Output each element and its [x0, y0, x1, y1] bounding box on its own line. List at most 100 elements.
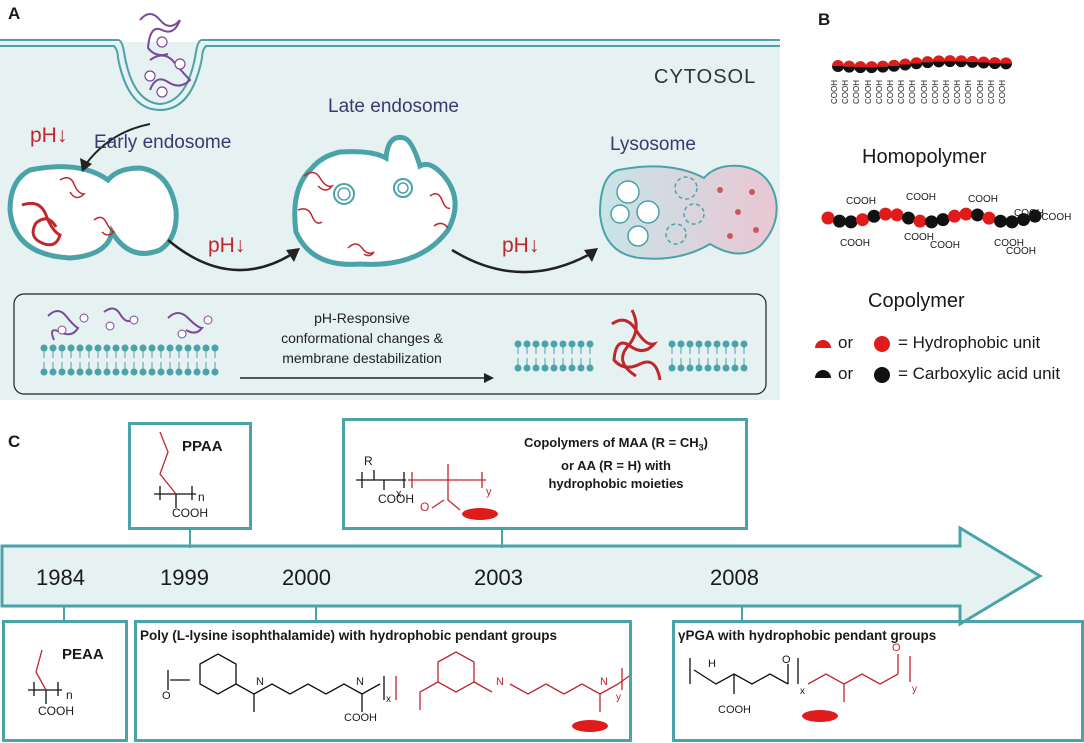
cooh-label: COOH	[968, 194, 998, 205]
lipid-bilayer	[514, 340, 594, 372]
poly-lysine-n2: N	[356, 676, 364, 688]
poly-lysine-cooh: COOH	[344, 712, 377, 724]
carboxylic-full-icon	[874, 367, 890, 383]
plasma-membrane	[0, 39, 780, 106]
ph-label-2: pH↓	[208, 234, 246, 257]
hydrophobic-full-icon	[874, 336, 890, 352]
late-endosome-label: Late endosome	[328, 96, 459, 117]
copolymers-line-3: hydrophobic moieties	[548, 475, 684, 491]
maa-cooh: COOH	[378, 492, 414, 506]
gpga-label: γPGA with hydrophobic pendant groups	[678, 628, 937, 643]
cooh-label: COOH	[840, 238, 870, 249]
lipid-bilayer	[668, 340, 748, 372]
arrow-late-to-lysosome	[451, 248, 591, 274]
ppaa-box	[128, 422, 252, 530]
early-endosome	[7, 164, 179, 261]
cooh-label: COOH	[1014, 208, 1044, 219]
mechanism-text: pH-Responsive conformational changes & m…	[262, 308, 462, 368]
cooh-label: COOH	[975, 80, 985, 104]
year-2008: 2008	[710, 565, 759, 590]
legend-or-1: or	[838, 333, 854, 352]
cytosol-label: CYTOSOL	[654, 66, 757, 88]
copolymers-line-1: Copolymers of MAA (R = CH3)	[496, 434, 736, 457]
ppaa-structure	[154, 486, 196, 508]
gpga-y: y	[912, 684, 917, 695]
arrow-early-to-late	[167, 239, 293, 272]
poly-lysine-n3: N	[496, 676, 504, 688]
year-1984: 1984	[36, 565, 85, 590]
panel-a-letter: A	[8, 4, 21, 23]
cooh-label: COOH	[841, 80, 851, 104]
cooh-label: COOH	[942, 80, 951, 104]
poly-lysine-structure	[167, 653, 385, 712]
cooh-label: COOH	[919, 80, 929, 104]
cooh-label: COOH	[886, 80, 895, 104]
peaa-n: n	[66, 688, 73, 702]
poly-lysine-x: x	[386, 694, 391, 705]
poly-lysine-n4: N	[600, 676, 608, 688]
maa-y: y	[486, 486, 492, 498]
copolymers-text: Copolymers of MAA (R = CH3) or AA (R = H…	[496, 434, 736, 493]
cooh-label: COOH	[863, 80, 873, 104]
lysosome-label: Lysosome	[610, 134, 696, 155]
gpga-structure	[689, 658, 799, 694]
legend-or-2: or	[838, 364, 854, 383]
cooh-label: COOH	[874, 80, 884, 104]
cooh-label: COOH	[964, 80, 974, 104]
maa-structure	[356, 470, 406, 490]
copolymers-box	[342, 418, 748, 530]
cooh-label: COOH	[904, 232, 934, 243]
cooh-label: COOH	[846, 196, 876, 207]
lipid-bilayer	[40, 344, 219, 376]
gpga-o: O	[782, 654, 791, 666]
mechanism-line-2: conformational changes &	[281, 330, 443, 346]
early-endosome-label: Early endosome	[94, 132, 232, 153]
peaa-box	[2, 620, 128, 742]
copolymers-subscript: 3	[698, 442, 704, 453]
poly-lysine-o: O	[162, 690, 171, 702]
late-endosome	[292, 134, 458, 267]
poly-lysine-label: Poly (L-lysine isophthalamide) with hydr…	[140, 628, 558, 643]
ppaa-label: PPAA	[182, 438, 223, 455]
cooh-label: COOH	[930, 240, 960, 251]
cooh-label: COOH	[897, 80, 907, 104]
cooh-label: COOH	[908, 80, 918, 104]
peaa-cooh: COOH	[38, 704, 74, 718]
gpga-o2: O	[892, 642, 901, 654]
hydrophobic-half-icon	[815, 340, 831, 348]
ph-label-1: pH↓	[30, 124, 68, 147]
legend-hydrophobic: = Hydrophobic unit	[898, 333, 1041, 352]
maa-x: x	[396, 488, 402, 500]
mechanism-line-3: membrane destabilization	[282, 350, 442, 366]
copolymer-chain	[821, 207, 1042, 229]
cooh-label: COOH	[986, 80, 996, 104]
copolymers-line-1-text: Copolymers of MAA (R = CH	[523, 435, 699, 450]
cooh-label: COOH	[852, 80, 862, 104]
gpga-h: H	[708, 658, 716, 670]
gpga-x: x	[800, 686, 805, 697]
ppaa-cooh: COOH	[172, 506, 208, 520]
copolymer-label: Copolymer	[868, 290, 965, 312]
year-2000: 2000	[282, 565, 331, 590]
entering-polymer	[139, 13, 192, 91]
copolymers-line-2: or AA (R = H) with	[561, 457, 671, 473]
cooh-label: COOH	[953, 80, 963, 104]
poly-lysine-y: y	[616, 692, 621, 703]
ppaa-n: n	[198, 490, 205, 504]
arrow-to-early-endosome	[85, 123, 151, 165]
mechanism-line-1: pH-Responsive	[314, 310, 410, 326]
timeline-arrow	[0, 525, 1043, 627]
panel-b-letter: B	[818, 10, 831, 29]
peaa-label: PEAA	[62, 646, 104, 663]
cooh-label: COOH	[998, 80, 1007, 104]
legend-carboxylic: = Carboxylic acid unit	[898, 364, 1061, 383]
year-1999: 1999	[160, 565, 209, 590]
poly-lysine-box	[134, 620, 632, 742]
peaa-structure	[28, 682, 62, 704]
cooh-label: COOH	[930, 80, 940, 104]
cooh-label-tail: -COOH	[1038, 212, 1072, 223]
poly-lysine-n1: N	[256, 676, 264, 688]
